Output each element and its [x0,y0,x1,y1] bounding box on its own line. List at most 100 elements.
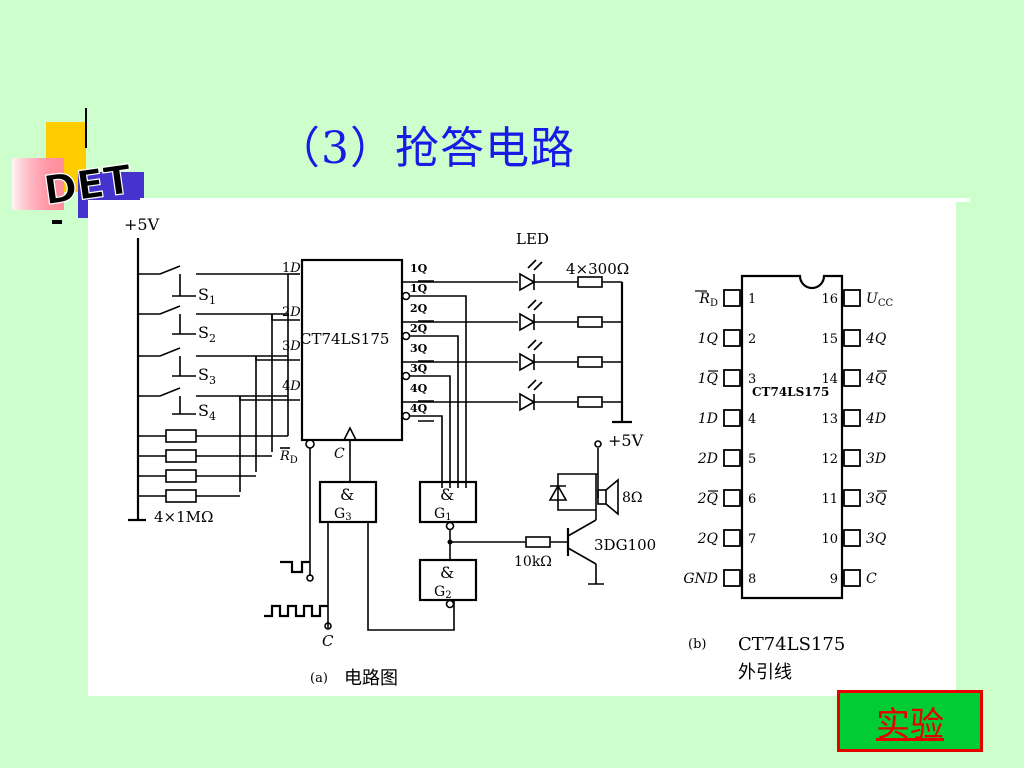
resistor-bank-label: 4×1MΩ [154,508,213,526]
pin-number: 1 [748,292,756,307]
pin-pad [723,289,741,307]
q-output-label: 4Q [410,382,428,395]
switch-s1 [138,265,288,297]
gate-wiring [306,440,516,631]
pin-number: 10 [821,532,838,547]
pin-number: 15 [821,332,838,347]
flipflop-chip: CT74LS175 1D 2D 3D 4D RD C [279,258,404,466]
pin-name: 2D [697,451,718,467]
pin-pad [723,449,741,467]
speaker-res-label: 8Ω [622,490,643,506]
caption-a-tag: (a) [310,671,328,686]
chip-label: CT74LS175 [300,330,389,348]
switch-s2 [138,305,288,335]
pin-pad [843,329,861,347]
pin-name: 2Q [697,531,719,547]
pin-name: UCC [866,291,893,309]
clock-input-label: C [322,632,334,650]
pin-13: 13 4D [821,409,886,427]
pin-1: 1RD [695,289,756,309]
pin-12: 12 3D [821,449,886,467]
pin-14: 14 4Q [821,369,887,387]
pin-pad [723,369,741,387]
switch-label: S1 [198,285,216,307]
base-resistor-label: 10kΩ [514,554,552,570]
gate-symbol: & [440,563,454,582]
pin-pad [843,409,861,427]
gate-name: G3 [334,506,352,523]
reset-label: RD [279,449,298,466]
supply-top-label: +5V [124,215,160,234]
pin-number: 6 [748,492,756,507]
pin-name: C [866,571,877,587]
pin-pad [843,449,861,467]
pin-5: 5 2D [697,449,756,467]
d-input-label: 1D [282,261,301,276]
supply-rail-left: +5V [124,215,160,522]
pin-number: 5 [748,452,756,467]
pin-name: 3D [866,451,886,467]
pin-name: GND [683,571,718,587]
pin-pad [723,529,741,547]
pin-number: 13 [821,412,838,427]
led-3 [519,339,543,372]
d-input-label: 3D [282,339,301,354]
pin-name: 4Q [865,331,887,347]
supply-right-label: +5V [608,431,644,450]
caption-b-line2: 外引线 [738,662,792,683]
pin-name: 3Q [866,531,887,547]
gate-g1: & G1 [418,480,478,524]
pin-15: 15 4Q [821,329,887,347]
pin-pad [723,409,741,427]
gate-g3: & G3 [318,480,378,524]
pin-6: 62Q [697,489,756,507]
pin-name: 3Q [866,491,887,507]
switch-label: S3 [198,365,216,387]
led-array: LED 4×300Ω [516,230,632,424]
led-label: LED [516,230,549,248]
led-1 [519,259,543,292]
pin-pad [723,489,741,507]
switch-label: S4 [198,401,216,423]
q-output-label: 3Q [410,362,428,375]
transistor-label: 3DG100 [594,536,656,554]
switch-s3 [138,347,288,377]
d-input-label: 4D [282,379,301,394]
pin-10: 10 3Q [821,529,887,547]
led-2 [519,299,543,332]
gate-symbol: & [340,485,354,504]
pin-pad [843,529,861,547]
gate-name: G2 [434,584,452,601]
d-input-label: 2D [282,305,301,320]
pin-number: 8 [748,572,756,587]
experiment-button[interactable]: 实验 [837,690,983,752]
caption-a: (a) 电路图 [310,668,398,689]
pin-pad [843,489,861,507]
pin-name: 4D [865,411,886,427]
led-4 [519,379,543,412]
pin-pad [843,369,861,387]
caption-b-line1: CT74LS175 [738,634,845,655]
pin-number: 14 [821,372,838,387]
pin-name: 4Q [865,371,887,387]
q-output-wires [401,281,518,488]
caption-b-tag: (b) [688,637,706,652]
pin-name: 1D [698,411,718,427]
q-output-label: 1Q [410,262,428,275]
caption-a-text: 电路图 [344,668,398,689]
pin-2: 21Q [698,329,756,347]
switch-group: S1 S2 S3 S4 [138,265,288,423]
pin-number: 3 [748,372,756,387]
q-output-label: 1Q [410,282,428,295]
gate-symbol: & [440,485,454,504]
q-output-labels: 1Q 1Q 2Q 2Q 3Q 3Q 4Q 4Q [410,262,434,422]
q-output-label: 2Q [410,302,428,315]
pin-number: 12 [821,452,838,467]
pin-number: 2 [748,332,756,347]
